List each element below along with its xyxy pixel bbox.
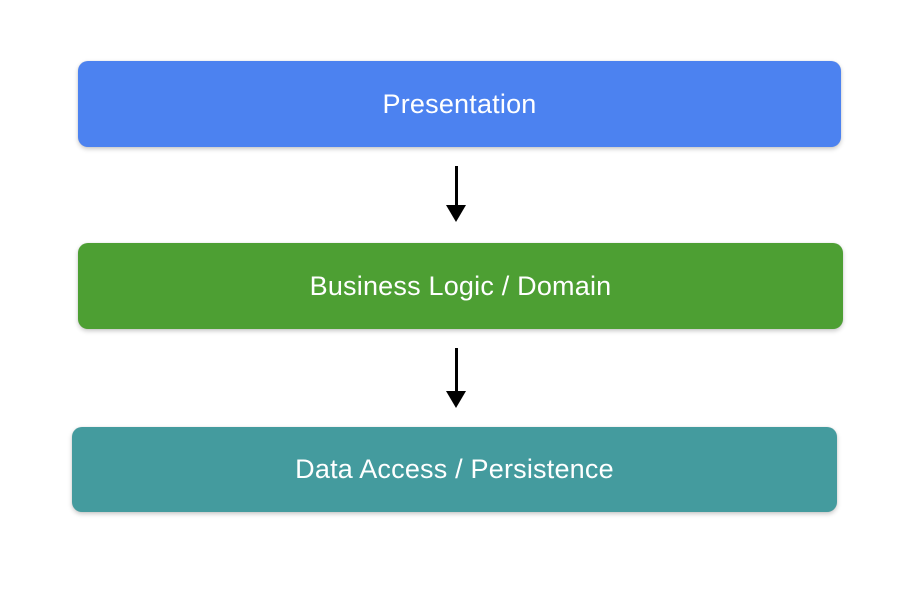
layer-label-presentation: Presentation	[382, 88, 537, 119]
layer-label-data-access: Data Access / Persistence	[295, 454, 614, 484]
layer-label-business-logic: Business Logic / Domain	[309, 270, 612, 301]
layer-box-data-access: Data Access / Persistence	[72, 427, 837, 512]
arrow-head	[446, 205, 466, 222]
layer-box-presentation: Presentation	[78, 61, 841, 147]
down-arrow-icon-1	[445, 166, 467, 222]
arrow-shaft	[454, 348, 458, 391]
layer-box-business-logic: Business Logic / Domain	[78, 243, 843, 329]
down-arrow-icon-2	[445, 348, 467, 408]
arrow-head	[446, 391, 466, 408]
arrow-shaft	[454, 166, 458, 205]
